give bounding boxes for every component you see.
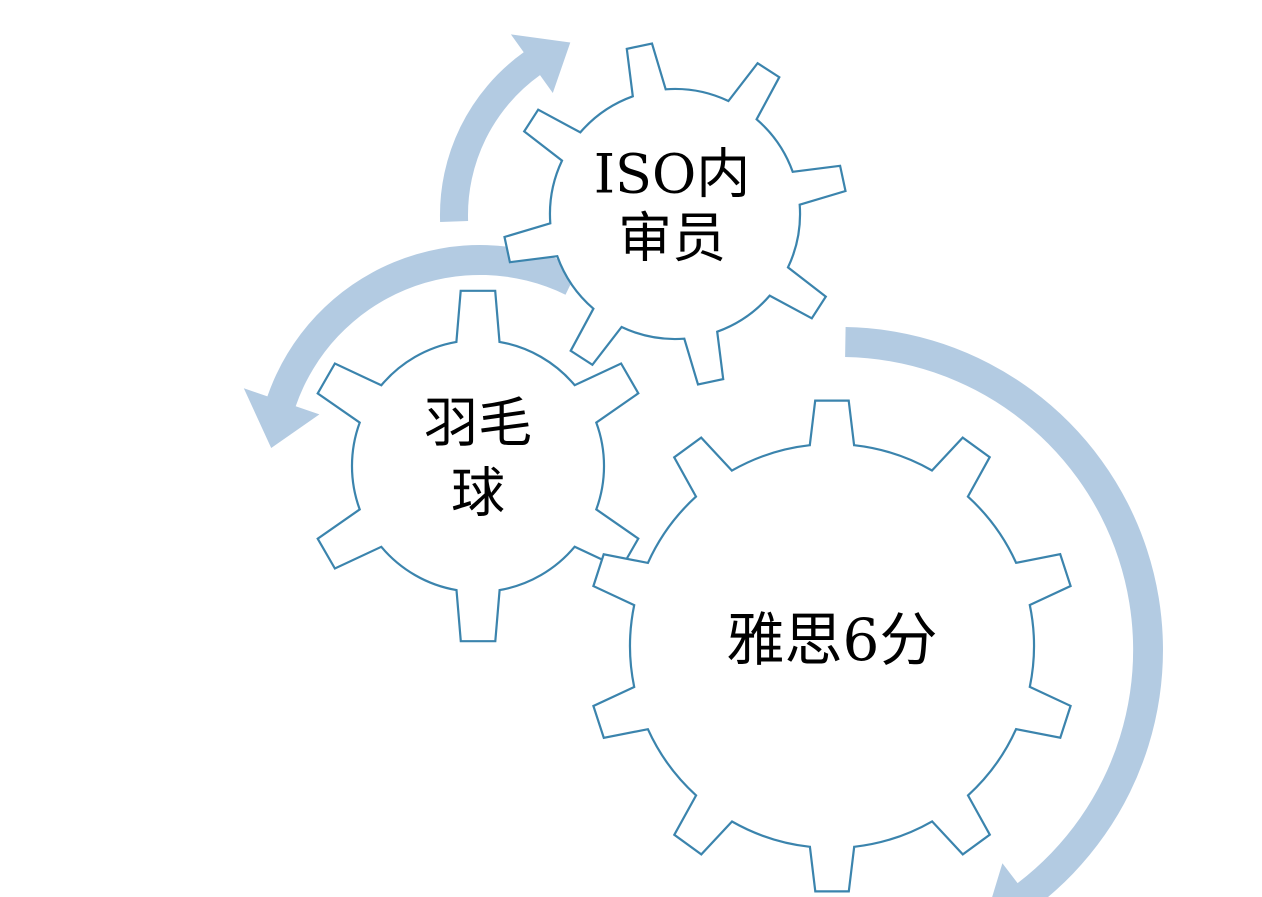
gear-iso-label-line-2: 审员 bbox=[618, 207, 726, 270]
gear-iso-label-line-1: ISO内 bbox=[594, 143, 751, 206]
arrow-top-clockwise bbox=[439, 34, 571, 223]
gear-badminton-label-line-2: 球 bbox=[451, 462, 505, 525]
gear-badminton-label-line-1: 羽毛 bbox=[424, 392, 532, 455]
gear-ielts-icon bbox=[592, 399, 1072, 893]
arrow-left-counterclockwise bbox=[243, 245, 579, 448]
gear-iso-icon bbox=[503, 42, 847, 386]
gear-badminton-icon bbox=[316, 289, 640, 643]
gear-ielts-label-line-1: 雅思6分 bbox=[727, 606, 938, 674]
arrow-right-clockwise bbox=[845, 327, 1163, 897]
arrows-layer bbox=[243, 34, 1163, 897]
gears-layer bbox=[316, 42, 1072, 893]
